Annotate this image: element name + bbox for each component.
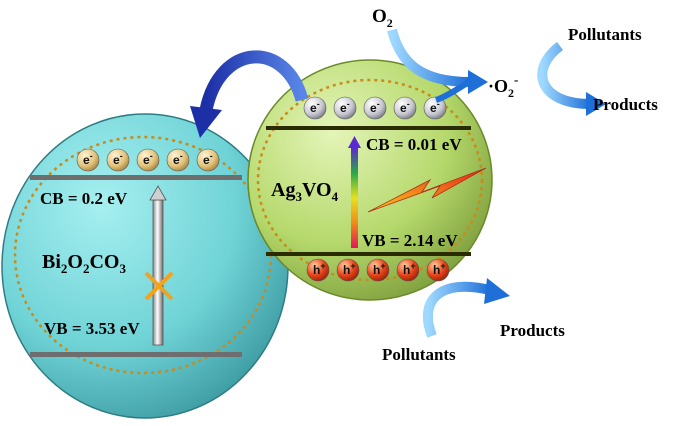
bi2o2co3-name-label: Bi2O2CO3 <box>42 251 126 276</box>
ag3vo4-name-label: Ag3VO4 <box>271 179 339 204</box>
bi2o2co3-electron-ball <box>166 148 190 172</box>
products-label-bottom: Products <box>500 321 565 340</box>
bi2o2co3-electron-symbol: e- <box>113 151 123 167</box>
ag3vo4-cb-band <box>266 126 471 130</box>
bi2o2co3-vb-label: VB = 3.53 eV <box>44 319 140 338</box>
ag3vo4-sphere <box>247 59 493 301</box>
bi2o2co3-electron-symbol: e- <box>83 151 93 167</box>
bi2o2co3-electron-ball <box>136 148 160 172</box>
ag3vo4-cb-label: CB = 0.01 eV <box>366 135 462 154</box>
bi2o2co3-bandgap-arrowhead <box>149 185 167 201</box>
bi2o2co3-particle: e-e-e-e-e- CB = 0.2 eV VB = 3.53 eV Bi2O… <box>1 113 289 419</box>
ag3vo4-hole-symbol: h+ <box>373 261 386 277</box>
ag3vo4-hole-ball <box>336 258 360 282</box>
ag3vo4-bandgap-bar <box>351 148 358 248</box>
bi2o2co3-cb-band <box>30 175 242 180</box>
ag3vo4-electron-ball <box>303 96 327 120</box>
bi2o2co3-electron-symbol: e- <box>173 151 183 167</box>
ag3vo4-outer-dotted-ring <box>256 78 484 282</box>
ag3vo4-hole-ball <box>396 258 420 282</box>
blocked-transition-x-icon <box>144 271 174 301</box>
ag3vo4-electron-symbol: e- <box>370 99 380 115</box>
bi2o2co3-vb-band <box>30 352 242 357</box>
top-degradation-arrow <box>537 42 591 109</box>
top-degradation-arrowhead <box>586 92 606 116</box>
ag3vo4-electron-ball <box>333 96 357 120</box>
electron-transfer-arrowhead <box>190 106 222 138</box>
ag3vo4-electron-symbol: e- <box>340 99 350 115</box>
bi2o2co3-electron-row: e-e-e-e-e- <box>76 148 220 172</box>
ag3vo4-hole-row: h+ h+ h+ h+ h+ <box>306 258 450 282</box>
ag3vo4-electron-row: e-e-e-e-e- <box>303 96 447 120</box>
bi2o2co3-cb-label: CB = 0.2 eV <box>40 189 128 208</box>
bi2o2co3-bandgap-bar <box>152 199 164 346</box>
ag3vo4-electron-ball <box>393 96 417 120</box>
ag3vo4-electron-ball <box>363 96 387 120</box>
bi2o2co3-electron-ball <box>196 148 220 172</box>
ag3vo4-hole-ball <box>426 258 450 282</box>
light-bolt-icon <box>367 167 487 213</box>
ag3vo4-hole-ball <box>306 258 330 282</box>
ag3vo4-particle: e-e-e-e-e- h+ h+ h+ h+ h+ CB = 0.01 eV VB = … <box>247 59 493 301</box>
bi2o2co3-electron-ball <box>76 148 100 172</box>
bi2o2co3-electron-ball <box>106 148 130 172</box>
ag3vo4-electron-ball <box>423 96 447 120</box>
ag3vo4-hole-symbol: h+ <box>313 261 326 277</box>
bottom-degradation-arrowhead <box>484 278 510 304</box>
oxygen-label: O2 <box>372 6 393 30</box>
superoxide-label: ·O2- <box>488 72 518 100</box>
bi2o2co3-electron-symbol: e- <box>203 151 213 167</box>
ag3vo4-hole-ball <box>366 258 390 282</box>
products-label-top: Products <box>593 95 658 114</box>
ag3vo4-bandgap-arrowhead <box>348 136 361 148</box>
ag3vo4-vb-label: VB = 2.14 eV <box>362 231 458 250</box>
ag3vo4-hole-symbol: h+ <box>403 261 416 277</box>
pollutants-label-top: Pollutants <box>568 25 642 44</box>
ag3vo4-hole-symbol: h+ <box>433 261 446 277</box>
ag3vo4-electron-symbol: e- <box>430 99 440 115</box>
ag3vo4-electron-symbol: e- <box>310 99 320 115</box>
o2-reduction-arrow <box>387 28 471 87</box>
ag3vo4-electron-symbol: e- <box>400 99 410 115</box>
o2-reduction-arrowhead <box>468 70 488 94</box>
bottom-degradation-arrow <box>422 281 492 338</box>
ag3vo4-hole-symbol: h+ <box>343 261 356 277</box>
electron-to-oxygen-arrow <box>434 77 474 103</box>
bi2o2co3-electron-symbol: e- <box>143 151 153 167</box>
ag3vo4-vb-band <box>266 252 471 256</box>
electron-transfer-arrow <box>199 50 309 112</box>
pollutants-label-bottom: Pollutants <box>382 345 456 364</box>
